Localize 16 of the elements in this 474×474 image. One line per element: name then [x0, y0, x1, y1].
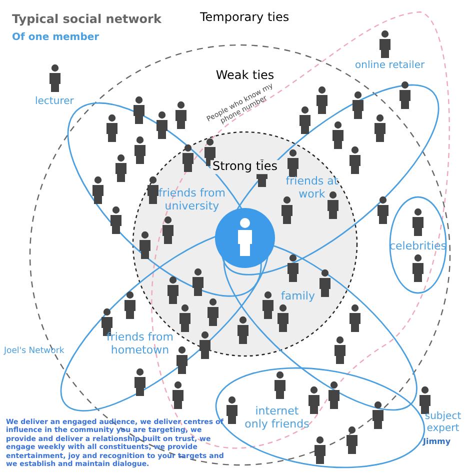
group-label: celebrities: [389, 240, 447, 254]
group-label: family: [281, 290, 315, 304]
network-label: Joel's Network: [4, 346, 64, 356]
subtitle: Of one member: [12, 32, 100, 43]
group-label: friends from university: [157, 187, 226, 213]
person-name: Jimmy: [423, 437, 451, 446]
ring-label: Strong ties: [210, 160, 280, 174]
group-label: friends at work: [284, 175, 340, 201]
person-label: subject expert: [424, 411, 462, 435]
person-label: online retailer: [355, 60, 425, 71]
ring-label: Weak ties: [216, 69, 274, 83]
ring-label: Temporary ties: [200, 10, 290, 24]
title: Typical social network: [12, 12, 162, 26]
group-label: internet only friends: [244, 405, 310, 431]
group-label: friends from hometown: [105, 331, 174, 357]
person-label: lecturer: [35, 96, 74, 107]
